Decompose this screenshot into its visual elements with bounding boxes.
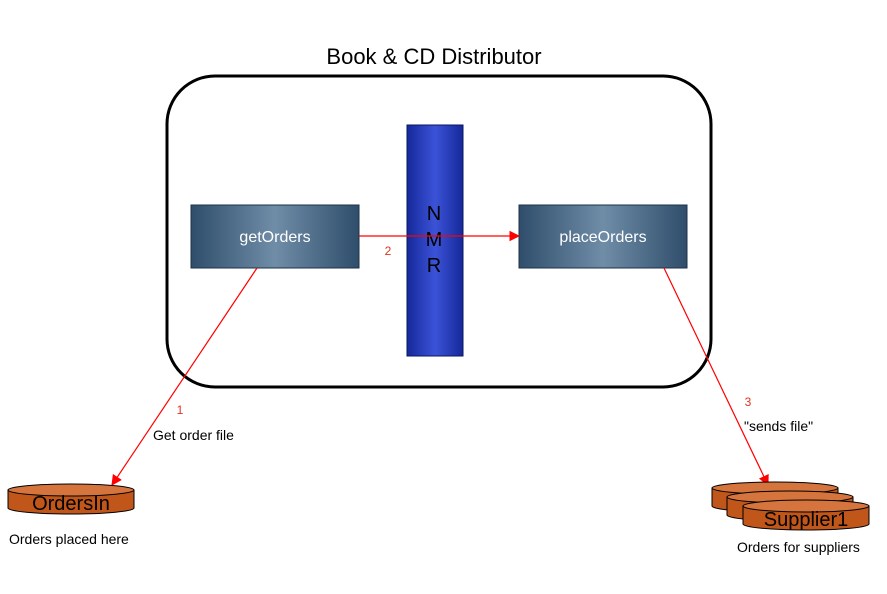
step-3-number: 3: [745, 395, 752, 409]
supplier-cylinder-front: [742, 499, 870, 531]
diagram-title: Book & CD Distributor: [326, 44, 541, 69]
orders-in-cylinder-top: [7, 483, 135, 497]
arrow-place-to-supplier: [663, 267, 769, 486]
nmr-letter-n: N: [427, 203, 441, 225]
supplier-caption: Orders for suppliers: [737, 539, 860, 555]
orders-in-cylinder-body: [7, 489, 135, 515]
nmr-node[interactable]: N M R: [406, 124, 464, 357]
get-orders-label: getOrders: [239, 229, 310, 246]
arrow-get-to-ordersin: [111, 267, 258, 486]
orders-in-label: OrdersIn: [32, 493, 110, 515]
nmr-bar: [406, 124, 464, 357]
nmr-letter-r: R: [427, 255, 441, 277]
get-orders-node[interactable]: getOrders: [190, 204, 360, 269]
step-2-number: 2: [385, 244, 392, 258]
step-3-label: "sends file": [744, 418, 813, 434]
place-orders-label: placeOrders: [559, 229, 646, 246]
supplier-datastore-stack[interactable]: Supplier1: [711, 481, 870, 531]
step-1-label: Get order file: [153, 427, 234, 443]
step-1-number: 1: [177, 403, 184, 417]
orders-in-caption: Orders placed here: [9, 531, 129, 547]
nmr-letter-m: M: [426, 229, 443, 251]
place-orders-node[interactable]: placeOrders: [518, 204, 688, 269]
get-orders-box: [190, 204, 360, 269]
orders-in-datastore[interactable]: OrdersIn: [7, 483, 135, 515]
place-orders-box: [518, 204, 688, 269]
supplier-label: Supplier1: [764, 509, 849, 531]
